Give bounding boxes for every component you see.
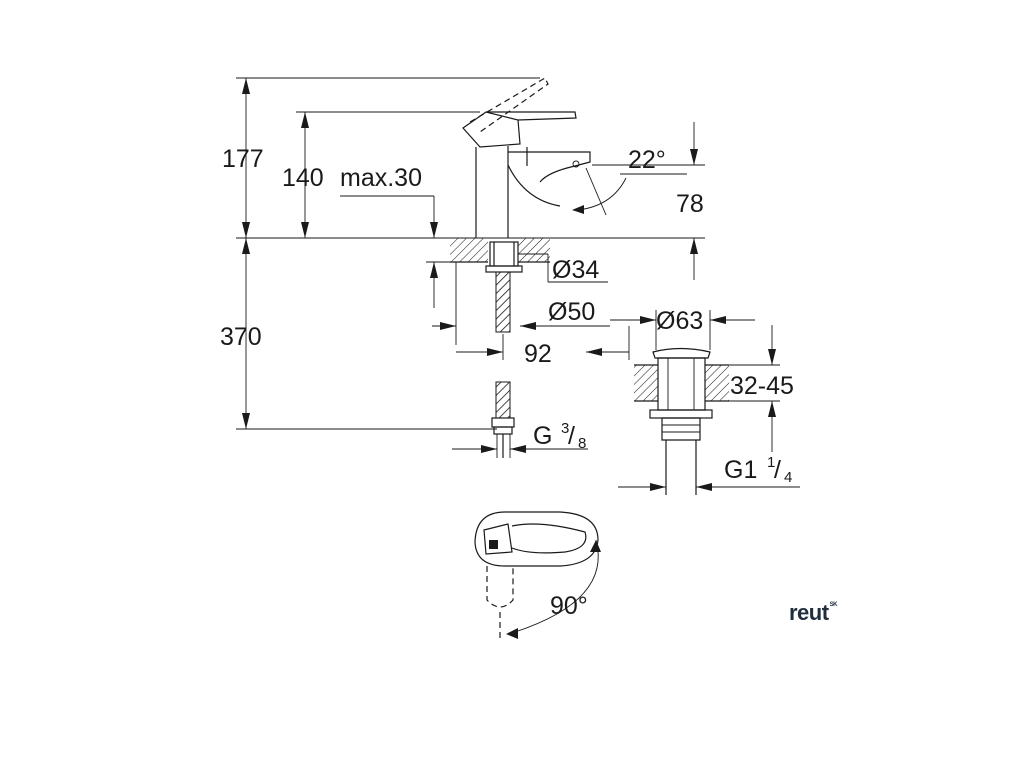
deck-section — [450, 238, 550, 333]
waste-thread-numerator: 1 — [767, 454, 775, 471]
dim-lever-rotation: 90° — [550, 592, 588, 620]
dim-total-height: 177 — [222, 145, 264, 173]
dim-body-height: 140 — [282, 164, 324, 192]
dim-spout-angle: 22° — [628, 146, 666, 174]
pop-up-waste — [634, 347, 729, 495]
waste-thread-prefix: G1 — [724, 456, 757, 484]
brand-logo: reutSK — [789, 600, 837, 626]
hose-thread-denominator: 8 — [578, 435, 586, 452]
faucet-side-view — [462, 77, 591, 238]
dim-spout-height: 78 — [676, 190, 704, 218]
dim-hose-length: 370 — [220, 323, 262, 351]
waste-thread-label: G1 1 / 4 — [724, 454, 792, 486]
waste-thread-denominator: 4 — [784, 469, 792, 486]
hose-end — [491, 381, 515, 458]
fraction-slash: / — [568, 422, 575, 450]
top-view — [474, 511, 601, 640]
dimension-lines — [236, 77, 800, 491]
dim-waste-range: 32-45 — [730, 372, 794, 400]
dim-waste-diameter: Ø63 — [656, 307, 703, 335]
brand-suffix: SK — [829, 602, 838, 608]
dim-max-deck: max.30 — [340, 164, 422, 192]
hose-thread-numerator: 3 — [561, 420, 569, 437]
dim-hole-diameter: Ø34 — [552, 256, 599, 284]
dim-projection: 92 — [524, 340, 552, 368]
fraction-slash: / — [774, 456, 781, 484]
dim-flange-diameter: Ø50 — [548, 298, 595, 326]
hose-thread-label: G 3 / 8 — [533, 420, 586, 452]
hose-thread-prefix: G — [533, 422, 552, 450]
brand-name: reut — [789, 600, 829, 625]
